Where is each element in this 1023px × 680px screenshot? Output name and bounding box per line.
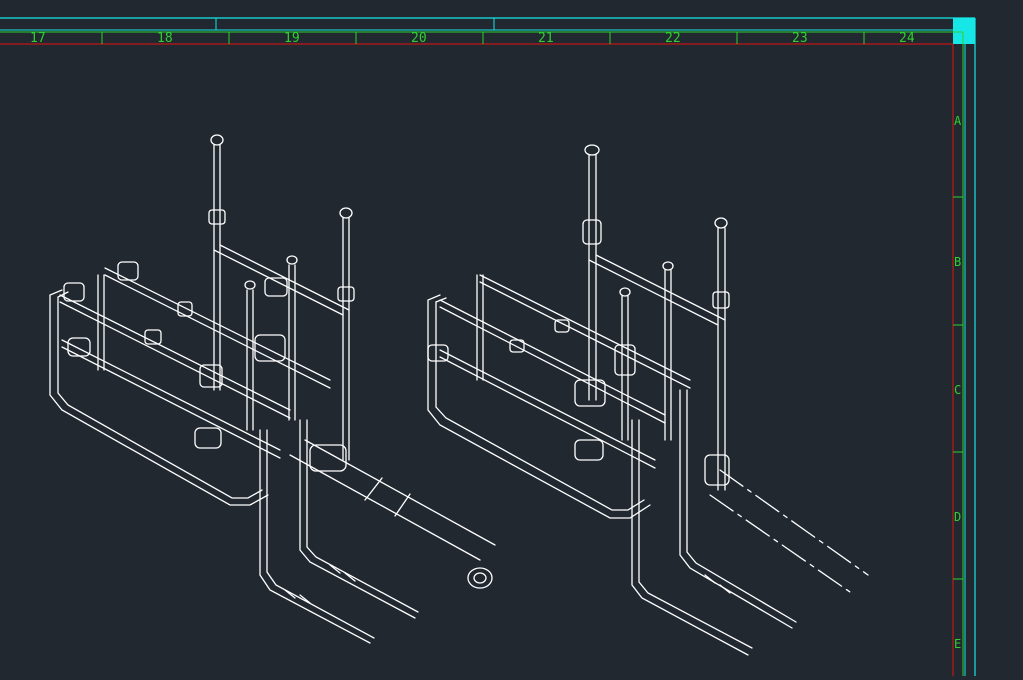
left-fitting-9 (194, 427, 222, 449)
right-fitting-9 (554, 319, 570, 333)
column-label-19: 19 (284, 31, 300, 46)
right-cap-1 (584, 144, 600, 156)
left-loop-pipe (49, 289, 269, 506)
left-main-pipe (289, 439, 496, 561)
left-fitting-12 (177, 301, 193, 317)
row-label-c: C (954, 383, 961, 397)
right-cap-2 (714, 217, 728, 229)
left-fitting-5 (264, 277, 288, 297)
right-drain-fitting-1 (704, 574, 731, 594)
left-fitting-6 (199, 364, 223, 388)
column-label-22: 22 (665, 31, 681, 46)
row-label-a: A (954, 114, 962, 128)
row-labels: A B C D E (954, 114, 962, 651)
left-drain-2 (299, 419, 419, 619)
left-fitting-8 (309, 444, 347, 472)
row-label-e: E (954, 637, 961, 651)
column-label-17: 17 (30, 31, 46, 46)
left-fitting-3 (117, 261, 139, 281)
left-crossbar (213, 244, 350, 316)
right-fitting-4 (614, 344, 636, 376)
right-manifold-upper (479, 274, 691, 389)
column-label-24: 24 (899, 31, 915, 46)
right-loop-pipe (427, 294, 651, 519)
right-fitting-5 (574, 439, 604, 461)
left-main-pipe-end-inner (473, 572, 487, 584)
column-label-18: 18 (157, 31, 173, 46)
left-drain-fitting-1 (284, 589, 311, 604)
left-main-pipe-end (467, 567, 493, 589)
left-drain-1 (259, 429, 375, 644)
right-riser-4 (664, 269, 672, 441)
row-ticks (953, 196, 963, 580)
right-manifold-low (439, 349, 656, 469)
column-ticks (101, 32, 865, 44)
column-labels: 17 18 19 20 21 22 23 24 (30, 31, 915, 46)
right-fitting-1 (582, 219, 602, 245)
left-riser-2 (342, 217, 350, 461)
left-riser-5 (97, 274, 105, 371)
isometric-view-hidden-line[interactable] (427, 144, 869, 656)
left-manifold-upper (104, 267, 331, 381)
left-riser-3 (246, 289, 254, 431)
left-main-pipe-band-1 (364, 477, 411, 517)
left-manifold-upper-2 (104, 274, 331, 389)
left-cap-3 (244, 280, 256, 290)
left-manifold-mid-2 (59, 301, 291, 419)
column-label-21: 21 (538, 31, 554, 46)
right-main-pipe (709, 469, 869, 593)
left-fitting-1 (208, 209, 226, 225)
left-fitting-7 (254, 334, 286, 362)
right-riser-2 (717, 227, 726, 491)
left-cap-2 (339, 207, 353, 219)
left-fitting-2 (337, 286, 355, 302)
frame-corner-block (953, 18, 975, 44)
right-cap-4 (662, 261, 674, 271)
row-label-d: D (954, 510, 961, 524)
right-fitting-8 (509, 339, 525, 353)
right-loop-pipe-inner (435, 297, 645, 511)
column-label-23: 23 (792, 31, 808, 46)
right-riser-1 (588, 154, 597, 401)
left-cap-1 (210, 134, 224, 146)
right-drain-1 (631, 419, 753, 656)
column-label-20: 20 (411, 31, 427, 46)
isometric-view-detailed[interactable] (49, 134, 496, 644)
right-crossbar (588, 254, 726, 326)
right-riser-3 (621, 295, 629, 441)
right-drain-2 (679, 389, 797, 629)
right-fitting-6 (704, 454, 730, 486)
left-fitting-10 (67, 337, 91, 357)
right-riser-5 (476, 274, 484, 381)
left-riser-1 (213, 144, 221, 391)
left-cap-4 (286, 255, 298, 265)
left-drain-fitting-2 (329, 564, 356, 582)
right-fitting-2 (712, 291, 730, 309)
right-cap-3 (619, 287, 631, 297)
left-fitting-11 (144, 329, 162, 345)
right-fitting-3 (574, 379, 606, 407)
left-fitting-4 (63, 282, 85, 302)
row-label-b: B (954, 255, 961, 269)
drawing-frame (0, 17, 976, 676)
right-fitting-7 (427, 344, 449, 362)
left-loop-pipe-inner (57, 291, 263, 499)
